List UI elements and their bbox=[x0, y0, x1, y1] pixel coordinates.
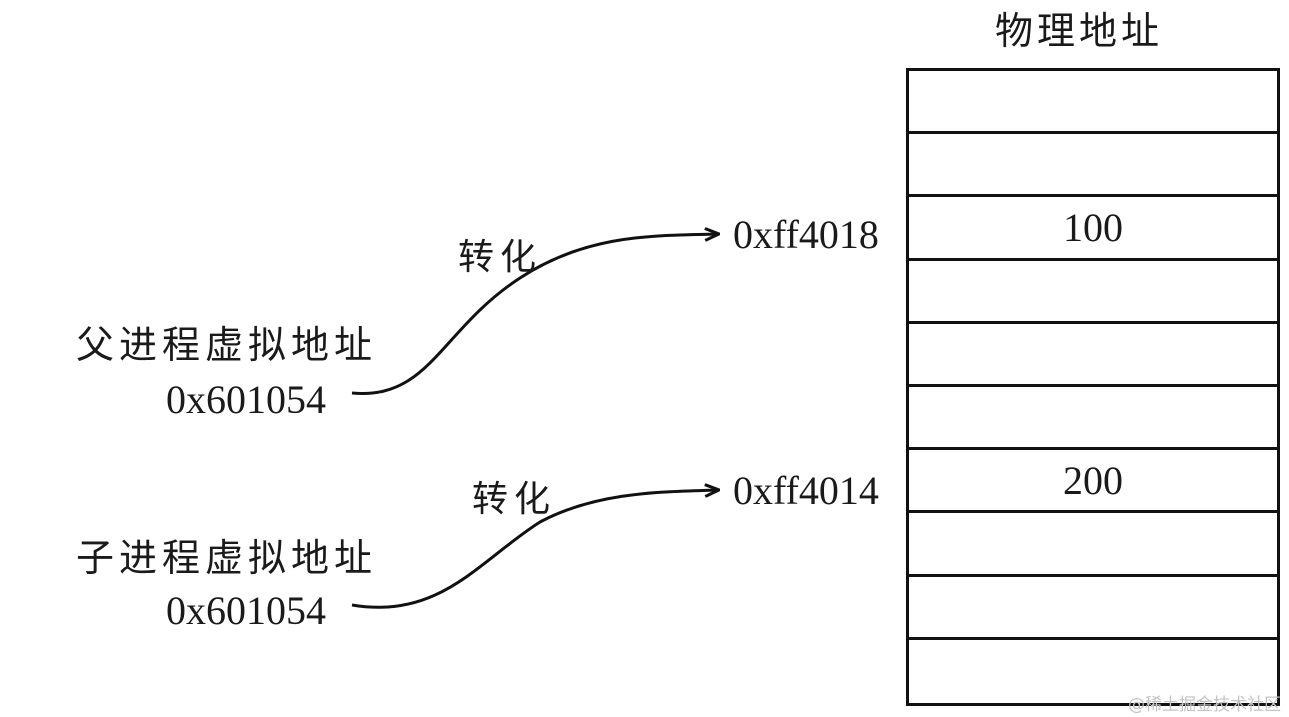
memory-cell bbox=[909, 387, 1277, 451]
parent-virtual-address: 0x601054 bbox=[166, 377, 326, 422]
child-physical-address: 0xff4014 bbox=[733, 468, 879, 513]
memory-cell bbox=[909, 134, 1277, 198]
child-conversion-arrow bbox=[351, 490, 718, 609]
child-convert-label: 转化 bbox=[472, 479, 557, 520]
memory-cell bbox=[909, 71, 1277, 135]
parent-convert-label: 转化 bbox=[458, 237, 543, 278]
physical-memory-table: 100 200 bbox=[906, 68, 1280, 706]
memory-cell-value: 100 bbox=[909, 197, 1277, 261]
memory-cell-value: 200 bbox=[909, 450, 1277, 514]
memory-cell bbox=[909, 513, 1277, 577]
memory-cell bbox=[909, 577, 1277, 640]
child-virtual-label: 子进程虚拟地址 bbox=[76, 536, 378, 580]
memory-cell bbox=[909, 261, 1277, 324]
parent-physical-address: 0xff4018 bbox=[733, 212, 879, 257]
physical-address-title: 物理地址 bbox=[995, 9, 1164, 53]
memory-cell bbox=[909, 324, 1277, 387]
watermark: @稀土掘金技术社区 bbox=[1128, 695, 1281, 715]
child-virtual-address: 0x601054 bbox=[166, 588, 326, 633]
parent-virtual-label: 父进程虚拟地址 bbox=[76, 323, 378, 367]
parent-conversion-arrow bbox=[351, 234, 718, 395]
